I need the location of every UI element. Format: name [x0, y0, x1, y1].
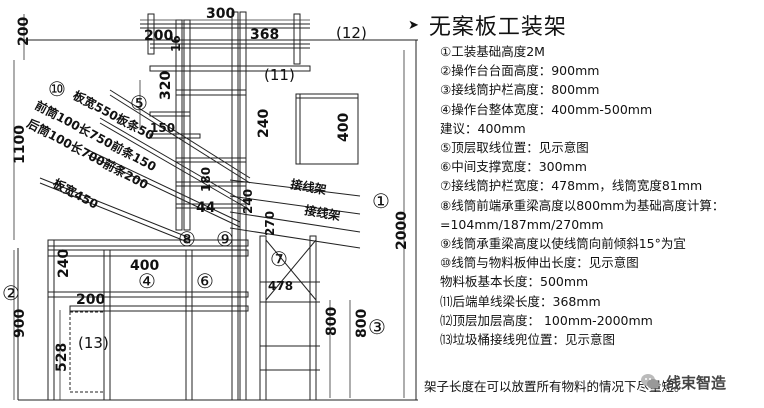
- note-line: ①工装基础高度2M: [440, 44, 545, 59]
- dim-16: 16: [169, 35, 183, 52]
- dim-200-left: 200: [16, 17, 32, 46]
- dim-240-lower: 240: [56, 249, 72, 278]
- dim-top-368: 368: [250, 27, 279, 43]
- dim-150: 150: [150, 121, 175, 135]
- note-line: ⑥中间支撑宽度：300mm: [440, 159, 587, 175]
- notes-title: 无案板工装架: [428, 15, 567, 40]
- note-line: ⑧线筒前端承重梁高度以800mm为基础高度计算：: [440, 197, 725, 213]
- note-line: ⑿顶层加层高度： 100mm-2000mm: [440, 312, 653, 328]
- dim-1100: 1100: [12, 125, 28, 164]
- callout-1: ①: [372, 189, 390, 213]
- callout-5: ⑤: [130, 91, 148, 115]
- note-line: ⒀垃圾桶接线兜位置：见示意图: [440, 332, 616, 348]
- note-line: ⑤顶层取线位置：见示意图: [440, 140, 589, 156]
- callout-4: ④: [138, 269, 156, 293]
- note-line: ⑾后端单线梁长度：368mm: [440, 293, 601, 309]
- dim-44: 44: [196, 200, 216, 216]
- notes-title-row: ➤ 无案板工装架: [408, 10, 567, 40]
- note-line: ③接线筒护栏高度：800mm: [440, 82, 600, 98]
- dim-528: 528: [54, 343, 70, 372]
- callout-6: ⑥: [196, 269, 214, 293]
- callout-10: ⑩: [48, 77, 66, 101]
- tag-label-1: 接线架: [289, 176, 327, 197]
- note-line: ⑦接线筒护栏宽度：478mm，线筒宽度81mm: [440, 178, 703, 194]
- arrow-bullet-icon: ➤: [408, 17, 419, 33]
- callout-13: (13): [78, 334, 109, 352]
- callout-9: ⑨: [216, 227, 234, 251]
- note-line: ②操作台台面高度：900mm: [440, 63, 600, 79]
- callout-7: ⑦: [270, 247, 288, 271]
- watermark: 线束智造: [640, 368, 762, 396]
- dim-240-mid: 240: [256, 109, 272, 138]
- dim-180: 180: [199, 167, 213, 192]
- watermark-text: 线束智造: [666, 373, 727, 392]
- callout-8: ⑧: [178, 227, 196, 251]
- callout-2: ②: [2, 281, 20, 305]
- dim-270: 270: [263, 211, 277, 236]
- dim-2000: 2000: [394, 211, 410, 250]
- dim-400-right: 400: [336, 113, 352, 142]
- slanted-label-4: 板宽450: [51, 175, 101, 211]
- dim-top-300: 300: [206, 6, 235, 22]
- dim-800-b: 800: [354, 309, 370, 338]
- dim-400-lower: 400: [130, 258, 159, 274]
- notes-footer: 架子长度在可以放置所有物料的情况下尽量短。: [424, 379, 687, 394]
- note-line: 建议：400mm: [440, 120, 526, 136]
- dim-478: 478: [268, 279, 293, 293]
- note-line: ④操作台整体宽度：400mm-500mm: [440, 101, 653, 117]
- dim-240-small: 240: [241, 189, 255, 214]
- frame-drawing: 300 368 200 16 200 1100 320 150 240 400 …: [2, 6, 418, 401]
- wechat-logo-icon: [641, 374, 659, 389]
- dim-200-lower: 200: [76, 292, 105, 308]
- tag-label-2: 接线架: [303, 202, 341, 223]
- callout-3: ③: [368, 315, 386, 339]
- frame-structure: [17, 11, 418, 401]
- callout-11: (11): [264, 66, 295, 84]
- dim-320: 320: [158, 71, 174, 100]
- notes-list: ①工装基础高度2M ②操作台台面高度：900mm ③接线筒护栏高度：800mm …: [440, 42, 724, 349]
- dim-800-a: 800: [324, 307, 340, 336]
- dim-900: 900: [12, 309, 28, 338]
- callout-12: (12): [336, 24, 367, 42]
- dim-200-top: 200: [144, 28, 173, 44]
- note-line: ⑨线筒承重梁高度以使线筒向前倾斜15°为宜: [440, 236, 686, 252]
- note-line: =104mm/187mm/270mm: [440, 216, 604, 232]
- note-line: ⑩线筒与物料板伸出长度：见示意图: [440, 255, 639, 271]
- notes-panel: ➤ 无案板工装架 ①工装基础高度2M ②操作台台面高度：900mm ③接线筒护栏…: [408, 2, 760, 406]
- note-line: 物料板基本长度：500mm: [440, 274, 589, 290]
- dimension-lines: [13, 14, 405, 400]
